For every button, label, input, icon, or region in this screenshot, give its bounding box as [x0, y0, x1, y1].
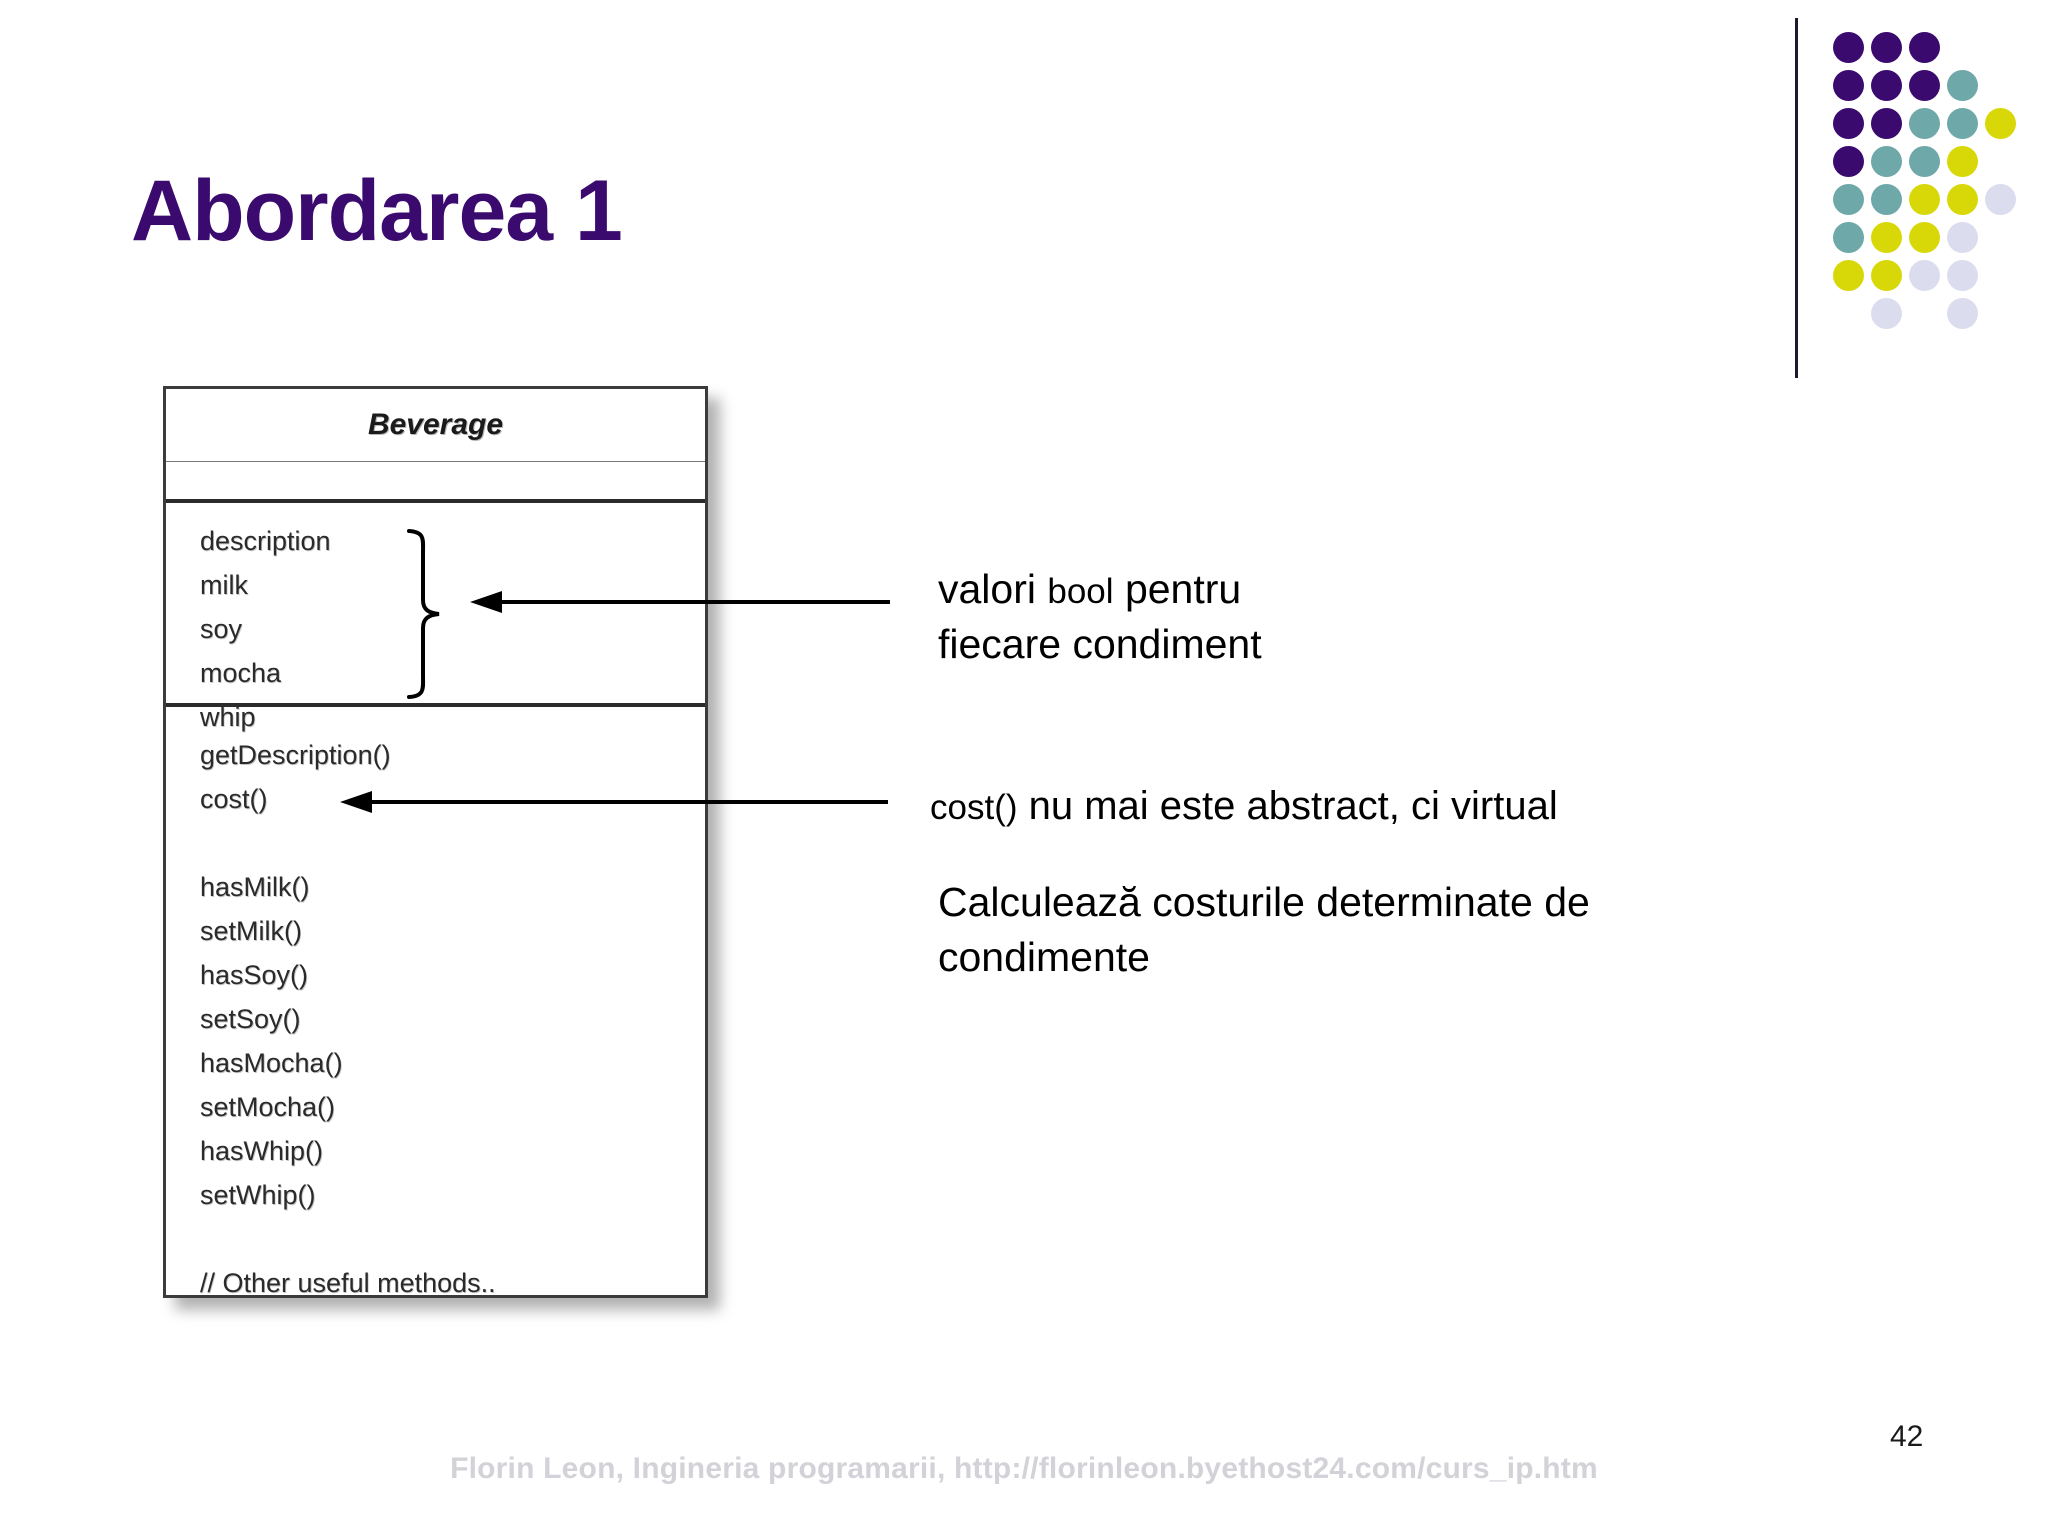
logo-dot-lavender [1985, 184, 2016, 215]
logo-dot-lavender [1947, 298, 1978, 329]
uml-method-list: getDescription() cost() hasMilk() setMilk(… [166, 707, 705, 1305]
logo-dot-purple [1909, 70, 1940, 101]
uml-separator-methods [166, 703, 705, 707]
logo-divider-rule [1795, 18, 1798, 378]
uml-method: hasMilk() [200, 872, 310, 902]
logo-dot-yellow [1947, 184, 1978, 215]
uml-method: hasWhip() [200, 1136, 324, 1166]
uml-attribute: mocha [200, 658, 282, 688]
uml-method: setWhip() [200, 1180, 316, 1210]
logo-dot-purple [1833, 146, 1864, 177]
uml-class-beverage: Beverage description milk soy mocha whip get… [163, 386, 708, 1298]
uml-attribute-list: description milk soy mocha whip [166, 503, 705, 732]
logo-dot-grid [1833, 32, 2023, 352]
logo-dot-lavender [1947, 260, 1978, 291]
uml-class-name: Beverage [166, 389, 705, 462]
logo-dot-purple [1909, 32, 1940, 63]
logo-dot-purple [1833, 108, 1864, 139]
uml-method: getDescription() [200, 740, 391, 770]
uml-method-spacer [200, 1217, 705, 1261]
logo-dot-teal [1871, 184, 1902, 215]
uml-attribute: description [200, 526, 331, 556]
logo-dot-lavender [1947, 222, 1978, 253]
logo-dot-yellow [1871, 260, 1902, 291]
uml-method: setMilk() [200, 916, 302, 946]
uml-method: setSoy() [200, 1004, 301, 1034]
annotation-3-line-1: Calculează costurile determinate de [938, 879, 1590, 925]
uml-attribute: milk [200, 570, 248, 600]
logo-dot-yellow [1909, 222, 1940, 253]
uml-method: hasSoy() [200, 960, 309, 990]
logo-dot-yellow [1985, 108, 2016, 139]
uml-method-spacer [200, 821, 705, 865]
annotation-cost-virtual: cost() nu mai este abstract, ci virtual [930, 780, 1830, 833]
callout-arrow-attributes [470, 591, 890, 613]
annotation-1-line-2: fiecare condiment [938, 620, 1262, 667]
uml-separator-attributes [166, 499, 705, 503]
logo-dot-yellow [1833, 260, 1864, 291]
footer-attribution: Florin Leon, Ingineria programarii, http… [450, 1452, 1598, 1485]
callout-arrow-cost [340, 791, 888, 813]
annotation-2-code-cost: cost() [930, 788, 1018, 827]
logo-dot-purple [1833, 32, 1864, 63]
logo-dot-teal [1871, 146, 1902, 177]
logo-dot-teal [1947, 108, 1978, 139]
logo-dot-yellow [1947, 146, 1978, 177]
annotation-bool-values: valori bool pentru fiecare condiment [938, 562, 1498, 671]
logo-dot-teal [1947, 70, 1978, 101]
logo-dot-lavender [1871, 298, 1902, 329]
logo-dot-teal [1909, 108, 1940, 139]
page-number: 42 [1890, 1420, 1924, 1453]
page-title: Abordarea 1 [131, 163, 623, 259]
attribute-group-brace [407, 529, 440, 699]
uml-attribute: soy [200, 614, 243, 644]
logo-dot-lavender [1909, 260, 1940, 291]
uml-attribute: whip [200, 702, 256, 732]
logo-dot-yellow [1909, 184, 1940, 215]
annotation-2-text: nu mai este abstract, ci virtual [1017, 784, 1558, 828]
uml-method: // Other useful methods.. [200, 1268, 496, 1298]
logo-dot-purple [1871, 32, 1902, 63]
annotation-3-line-2: condimente [938, 933, 1150, 980]
annotation-1-text-a: valori [938, 566, 1048, 612]
uml-method: hasMocha() [200, 1048, 343, 1078]
logo-dot-purple [1871, 108, 1902, 139]
uml-method: setMocha() [200, 1092, 336, 1122]
uml-method: cost() [200, 784, 268, 814]
dot-matrix-logo [1795, 18, 2025, 378]
logo-dot-purple [1833, 70, 1864, 101]
logo-dot-yellow [1871, 222, 1902, 253]
logo-dot-teal [1909, 146, 1940, 177]
logo-dot-teal [1833, 222, 1864, 253]
logo-dot-purple [1871, 70, 1902, 101]
annotation-1-code-bool: bool [1047, 572, 1114, 611]
annotation-1-text-b: pentru [1113, 566, 1242, 612]
logo-dot-teal [1833, 184, 1864, 215]
annotation-cost-calculation: Calculează costurile determinate de cond… [938, 875, 1818, 984]
